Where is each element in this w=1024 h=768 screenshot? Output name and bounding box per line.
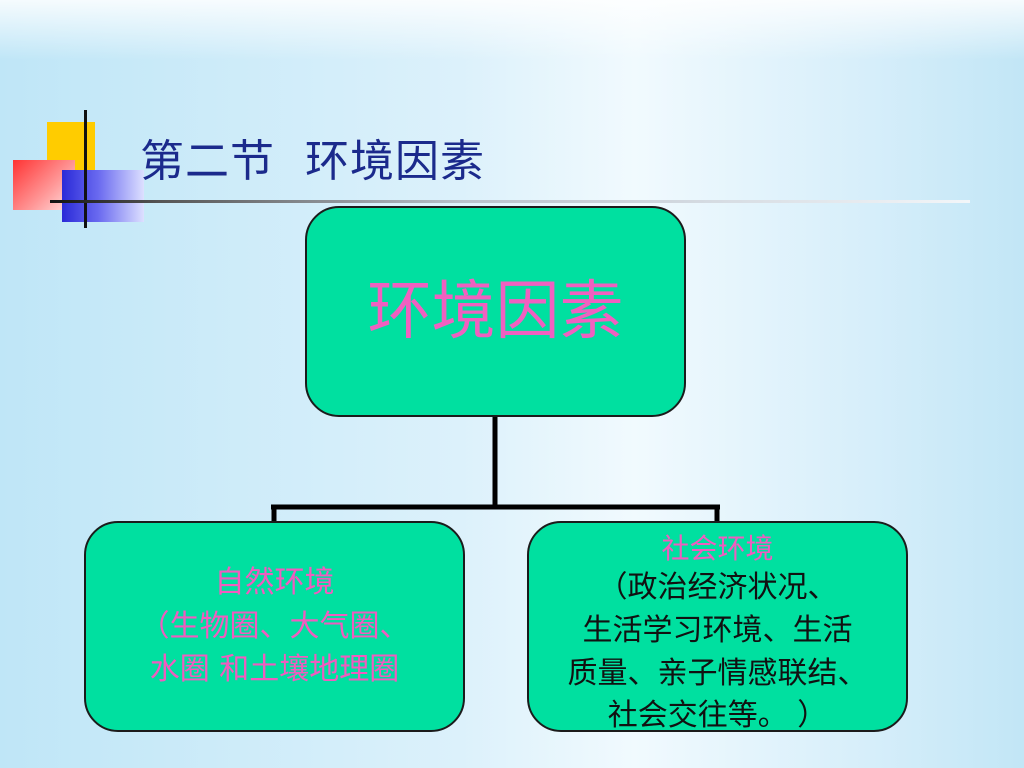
node-social-line-3: 质量、亲子情感联结、 — [567, 655, 868, 691]
title-underline — [50, 200, 970, 203]
diagram-node-social-environment: 社会环境 （政治经济状况、 生活学习环境、生活 质量、亲子情感联结、 社会交往等… — [527, 521, 908, 733]
page-title: 第二节 环境因素 — [140, 136, 485, 187]
decor-vertical-line — [84, 110, 87, 228]
node-social-line-2: 生活学习环境、生活 — [582, 612, 853, 648]
node-natural-line-2: 水圈 和土壤地理圈 — [149, 652, 400, 688]
node-root-label: 环境因素 — [367, 274, 624, 349]
node-natural-title: 自然环境 — [214, 565, 335, 601]
node-natural-line-1: （生物圈、大气圈、 — [139, 608, 410, 644]
node-social-line-1: （政治经济状况、 — [597, 570, 838, 606]
diagram-node-root: 环境因素 — [305, 206, 686, 417]
node-social-line-4: 社会交往等。 ） — [607, 698, 828, 734]
decor-blue-square — [62, 170, 144, 222]
diagram-node-natural-environment: 自然环境 （生物圈、大气圈、 水圈 和土壤地理圈 — [84, 521, 465, 732]
node-social-title: 社会环境 — [661, 532, 774, 565]
